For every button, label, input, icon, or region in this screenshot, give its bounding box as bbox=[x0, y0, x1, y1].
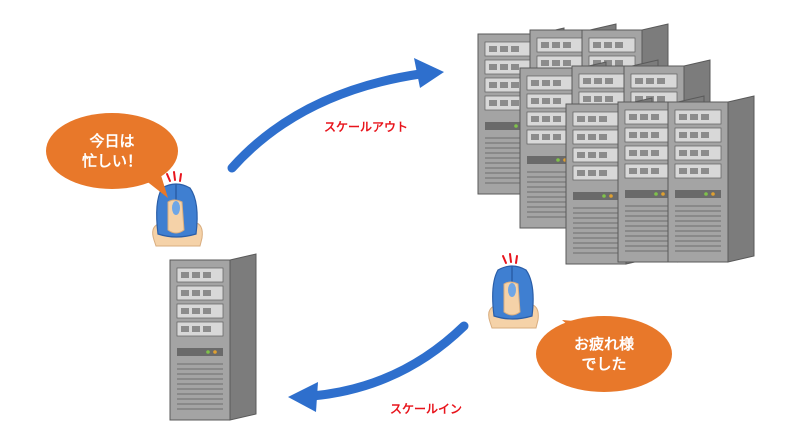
server-icon bbox=[667, 95, 755, 263]
single-server bbox=[169, 253, 257, 421]
scale-in-label: スケールイン bbox=[390, 402, 463, 416]
server-cluster bbox=[477, 23, 755, 265]
server-icon bbox=[169, 253, 257, 421]
scale-in-arrow bbox=[288, 321, 469, 412]
idle-mouse-icon bbox=[487, 253, 540, 329]
scale-out-arrow bbox=[227, 58, 444, 173]
busy-bubble-text: 今日は 忙しい！ bbox=[62, 131, 162, 171]
thanks-bubble-line2: でした bbox=[581, 355, 627, 373]
scale-out-label: スケールアウト bbox=[324, 120, 409, 134]
busy-bubble-line2: 忙しい！ bbox=[81, 152, 142, 170]
thanks-bubble-line1: お疲れ様 bbox=[573, 335, 634, 353]
busy-bubble-line1: 今日は bbox=[89, 132, 135, 150]
thanks-bubble-text: お疲れ様 でした bbox=[554, 334, 654, 374]
busy-speech-bubble bbox=[46, 113, 178, 198]
thanks-speech-bubble bbox=[536, 316, 672, 392]
